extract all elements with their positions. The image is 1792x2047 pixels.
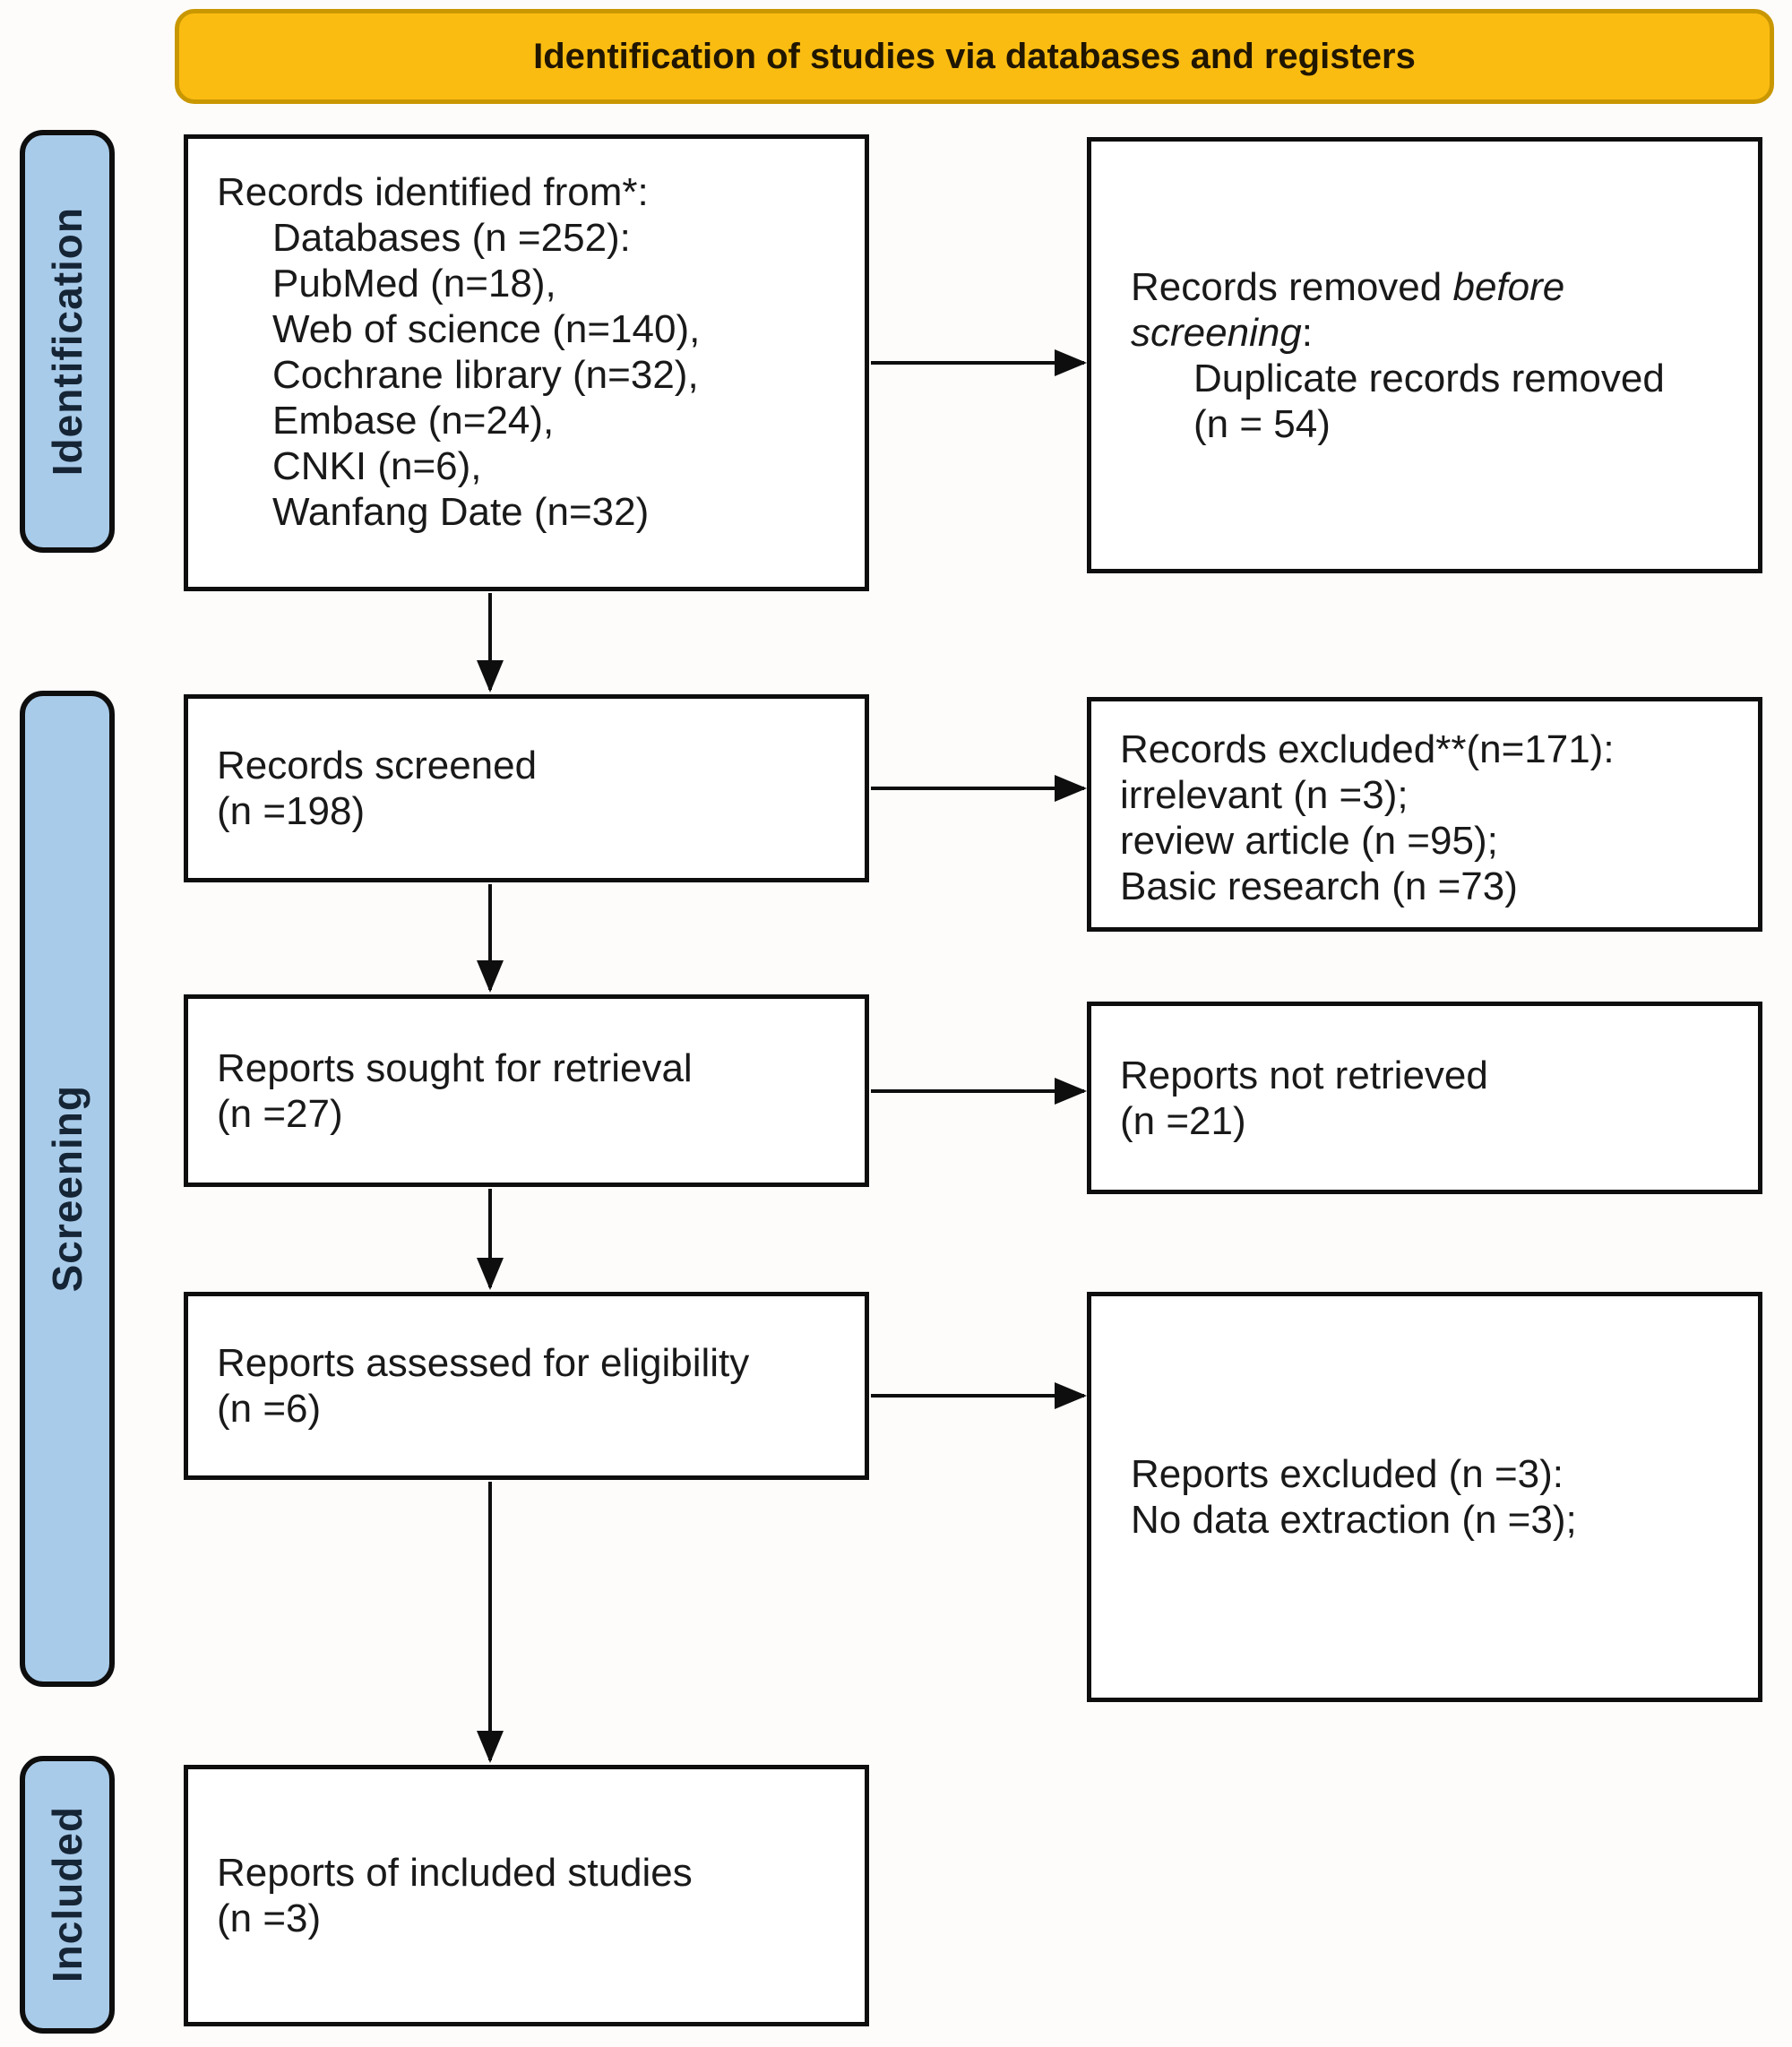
diagram-title: Identification of studies via databases … <box>533 36 1416 76</box>
reports-assessed-label: Reports assessed for eligibility <box>217 1341 750 1385</box>
excluded-basic-research: Basic research (n =73) <box>1120 864 1518 908</box>
reports-sought-count: (n =27) <box>217 1091 343 1136</box>
records-screened-label: Records screened <box>217 744 538 787</box>
duplicates-removed-count: (n = 54) <box>1193 401 1331 446</box>
box-reports-excluded: Reports excluded (n =3): No data extract… <box>1087 1292 1762 1702</box>
included-studies-label: Reports of included studies <box>217 1851 693 1895</box>
records-excluded-title: Records excluded**(n=171): <box>1120 727 1615 771</box>
not-retrieved-label: Reports not retrieved <box>1120 1053 1488 1097</box>
db-total: Databases (n =252): <box>272 216 631 260</box>
stage-label-screening: Screening <box>44 1085 90 1293</box>
stage-rail-included: Included <box>20 1756 115 2034</box>
reports-sought-label: Reports sought for retrieval <box>217 1045 693 1090</box>
box-included-studies: Reports of included studies (n =3) <box>184 1765 869 2026</box>
box-records-excluded: Records excluded**(n=171): irrelevant (n… <box>1087 697 1762 932</box>
box-reports-sought: Reports sought for retrieval (n =27) <box>184 994 869 1187</box>
records-removed-line1: Records removed before <box>1131 264 1565 309</box>
box-records-removed: Records removed before screening: Duplic… <box>1087 137 1762 573</box>
db-pubmed: PubMed (n=18), <box>272 262 556 305</box>
stage-rail-identification: Identification <box>20 130 115 553</box>
no-data-extraction-line: No data extraction (n =3); <box>1131 1498 1577 1542</box>
db-cnki: CNKI (n=6), <box>272 444 482 488</box>
stage-label-included: Included <box>44 1806 90 1983</box>
excluded-irrelevant: irrelevant (n =3); <box>1120 773 1409 817</box>
db-webofscience: Web of science (n=140), <box>272 307 701 351</box>
box-records-screened: Records screened (n =198) <box>184 694 869 882</box>
box-reports-not-retrieved: Reports not retrieved (n =21) <box>1087 1002 1762 1194</box>
records-identified-title: Records identified from*: <box>217 170 649 214</box>
db-wanfang: Wanfang Date (n=32) <box>272 490 650 534</box>
excluded-review-article: review article (n =95); <box>1120 819 1498 863</box>
records-removed-line2: screening: <box>1131 310 1314 355</box>
db-cochrane: Cochrane library (n=32), <box>272 353 699 397</box>
reports-excluded-title: Reports excluded (n =3): <box>1131 1452 1564 1496</box>
reports-assessed-count: (n =6) <box>217 1387 322 1431</box>
title-banner: Identification of studies via databases … <box>175 9 1774 104</box>
box-reports-assessed: Reports assessed for eligibility (n =6) <box>184 1292 869 1480</box>
stage-rail-screening: Screening <box>20 691 115 1687</box>
box-records-identified: Records identified from*: Databases (n =… <box>184 134 869 591</box>
not-retrieved-count: (n =21) <box>1120 1098 1246 1143</box>
duplicates-removed-label: Duplicate records removed <box>1193 356 1665 400</box>
included-studies-count: (n =3) <box>217 1896 322 1940</box>
stage-label-identification: Identification <box>44 206 90 477</box>
db-embase: Embase (n=24), <box>272 399 555 443</box>
records-screened-count: (n =198) <box>217 789 366 833</box>
